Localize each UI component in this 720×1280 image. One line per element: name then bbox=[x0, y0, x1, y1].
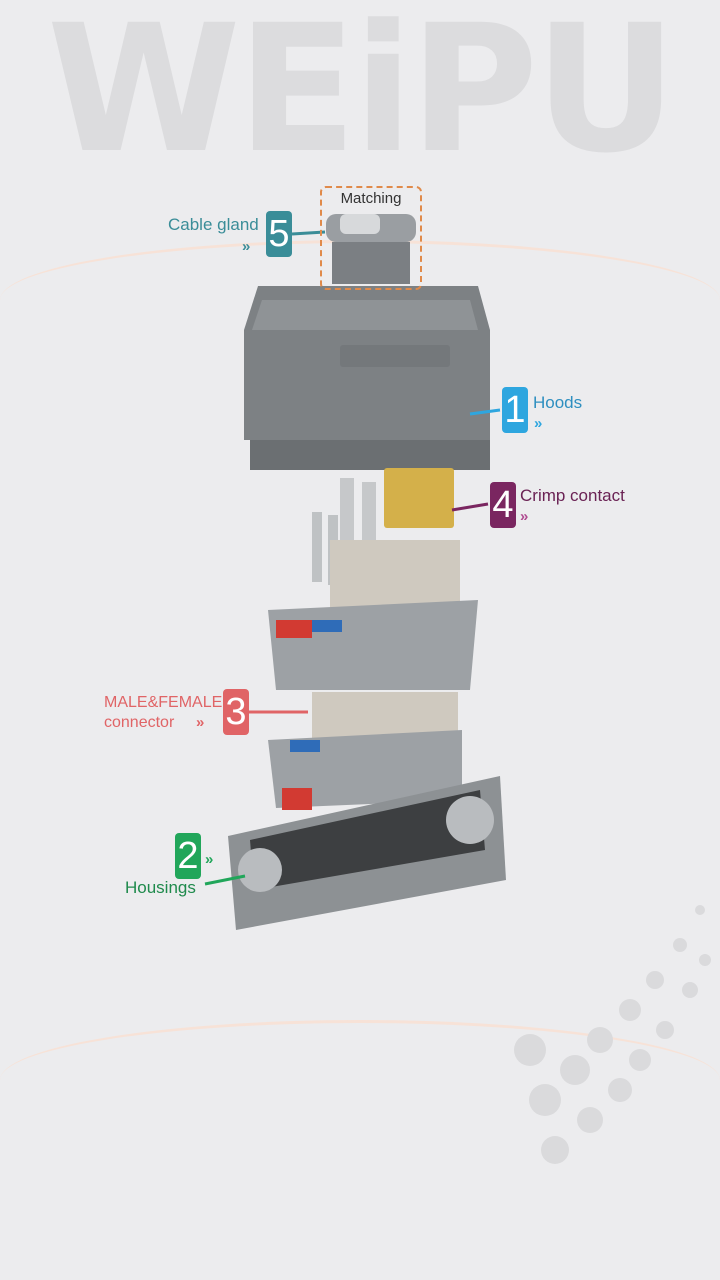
watermark-logo: WEiPU bbox=[46, 0, 678, 192]
matching-box bbox=[320, 186, 422, 290]
callout-number: 1 bbox=[502, 387, 528, 433]
callout-label: Crimp contact bbox=[520, 486, 625, 505]
callout-label: connector bbox=[104, 714, 175, 731]
cable-gland bbox=[326, 214, 416, 284]
hood bbox=[244, 286, 490, 470]
chevron-right-icon: » bbox=[242, 238, 251, 255]
chevron-right-icon: » bbox=[534, 415, 543, 432]
callout-number: 4 bbox=[490, 482, 516, 528]
housing bbox=[228, 776, 506, 930]
callout-label: Hoods bbox=[533, 393, 583, 412]
background-dots bbox=[514, 905, 711, 1164]
callout-label: Housings bbox=[125, 878, 196, 897]
leader-lines bbox=[204, 230, 501, 886]
chevron-right-icon: » bbox=[196, 714, 205, 731]
matching-label: Matching bbox=[340, 190, 402, 207]
female-insert bbox=[268, 692, 462, 810]
callout-number: 2 bbox=[175, 833, 201, 879]
callout-label: Cable gland bbox=[168, 215, 259, 234]
callout-number: 3 bbox=[223, 689, 249, 735]
chevron-right-icon: » bbox=[205, 851, 214, 868]
callout-label: MALE&FEMALE bbox=[104, 694, 223, 711]
chevron-right-icon: » bbox=[520, 508, 529, 525]
male-insert bbox=[268, 540, 478, 690]
hood-logo-mark bbox=[340, 345, 450, 367]
light-streak bbox=[0, 1020, 720, 1140]
callout-number: 5 bbox=[266, 211, 292, 257]
